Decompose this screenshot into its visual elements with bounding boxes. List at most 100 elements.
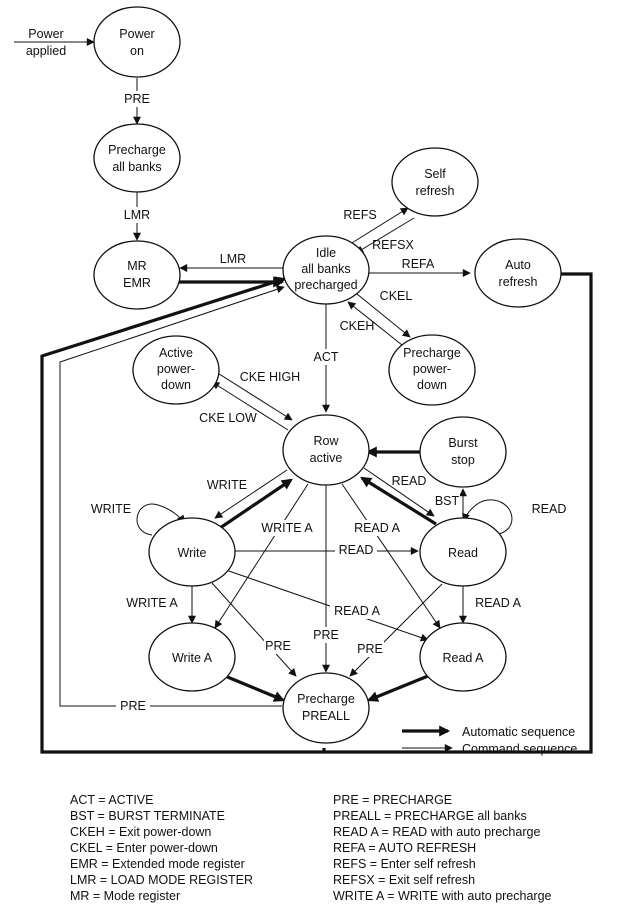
node-label: Write <box>178 546 207 560</box>
edge-label: PRE <box>357 642 383 656</box>
node-mr-emr <box>93 240 181 310</box>
node-label: down <box>161 378 191 392</box>
node-label: Auto <box>505 258 531 272</box>
abbreviation: PREALL = PRECHARGE all banks <box>333 809 527 823</box>
node-label: Write A <box>172 651 213 665</box>
abbreviation: WRITE A = WRITE with auto precharge <box>333 889 552 903</box>
node-label: Read <box>448 546 478 560</box>
state-labels: Power on Precharge all banks MR EMR Idle… <box>108 27 537 723</box>
edge-write-1 <box>214 469 288 519</box>
node-burst-stop <box>419 416 507 488</box>
edge-label: PRE <box>124 92 150 106</box>
abbreviation: LMR = LOAD MODE REGISTER <box>70 873 253 887</box>
node-active-power-down <box>132 335 220 405</box>
edge-read-to-row <box>360 476 437 526</box>
edge-read-loop <box>462 499 513 536</box>
edge-label: WRITE <box>207 478 247 492</box>
edge-label: WRITE <box>91 502 131 516</box>
edge-label: READ <box>392 474 427 488</box>
legend-label: Automatic sequence <box>462 725 575 739</box>
abbreviation: BST = BURST TERMINATE <box>70 809 225 823</box>
abbreviation: ACT = ACTIVE <box>70 793 153 807</box>
node-row-active <box>282 414 370 486</box>
abbreviation: EMR = Extended mode register <box>70 857 245 871</box>
edge-write-loop <box>136 503 185 536</box>
node-label: Read A <box>442 651 484 665</box>
edge-label: READ A <box>475 596 522 610</box>
edge-label: ACT <box>314 350 339 364</box>
node-label: refresh <box>499 275 538 289</box>
node-label: refresh <box>416 184 455 198</box>
node-label: on <box>130 44 144 58</box>
node-idle <box>282 235 370 305</box>
edge-label: CKE HIGH <box>240 370 300 384</box>
edge-read-a-to-pre <box>366 674 429 702</box>
abbreviation: REFA = AUTO REFRESH <box>333 841 476 855</box>
node-label: MR <box>127 259 146 273</box>
edge-label: WRITE A <box>261 521 313 535</box>
edge-label: READ <box>339 543 374 557</box>
edge-label: CKEL <box>380 289 413 303</box>
node-label: Precharge <box>403 346 461 360</box>
node-label: down <box>417 378 447 392</box>
edge-label: PRE <box>313 628 339 642</box>
edge-pre-5 <box>59 285 285 707</box>
edge-label: PRE <box>265 639 291 653</box>
node-label: Active <box>159 346 193 360</box>
automatic-edges <box>40 272 593 754</box>
abbreviation: CKEL = Enter power-down <box>70 841 218 855</box>
node-write <box>148 517 236 587</box>
node-label: EMR <box>123 276 151 290</box>
node-label: Idle <box>316 246 336 260</box>
edge-label: applied <box>26 44 66 58</box>
edge-label: LMR <box>220 252 246 266</box>
node-label: Self <box>424 167 446 181</box>
legend: Automatic sequence Command sequence <box>402 725 577 756</box>
node-read <box>419 517 507 587</box>
node-label: active <box>310 451 343 465</box>
edge-label: READ A <box>354 521 401 535</box>
node-label: Precharge <box>297 692 355 706</box>
edge-label: Power <box>28 27 63 41</box>
edge-label: LMR <box>124 208 150 222</box>
node-label: power- <box>157 362 195 376</box>
node-precharge-power-down <box>388 334 476 406</box>
abbreviation: PRE = PRECHARGE <box>333 793 452 807</box>
edge-label: READ A <box>334 604 381 618</box>
node-self-refresh <box>391 147 479 217</box>
edge-label: PRE <box>120 699 146 713</box>
node-read-a <box>419 622 507 692</box>
edge-label: REFS <box>343 208 376 222</box>
edge-refsx <box>355 217 415 254</box>
edge-read-a-3 <box>225 569 429 642</box>
edge-write-to-row <box>219 478 293 530</box>
abbreviation: READ A = READ with auto precharge <box>333 825 540 839</box>
node-write-a <box>148 622 236 692</box>
edge-refs <box>346 207 409 247</box>
node-power-on <box>93 6 181 78</box>
edge-label: CKEH <box>340 319 375 333</box>
edge-label: READ <box>532 502 567 516</box>
edge-label: WRITE A <box>126 596 178 610</box>
node-label: PREALL <box>302 709 350 723</box>
abbreviation-key-left: ACT = ACTIVE BST = BURST TERMINATE CKEH … <box>70 793 253 903</box>
command-edges <box>14 38 513 707</box>
edge-pre-2 <box>211 582 297 677</box>
node-label: precharged <box>294 278 357 292</box>
edge-labels: Power applied PRE LMR LMR REFS REFSX REF… <box>26 27 567 714</box>
abbreviation: MR = Mode register <box>70 889 180 903</box>
edge-pre-4 <box>349 583 443 677</box>
edge-cke-low <box>211 381 289 431</box>
edge-label: REFSX <box>372 238 414 252</box>
edge-write-a-to-pre <box>224 674 286 702</box>
node-label: power- <box>413 362 451 376</box>
edge-label: CKE LOW <box>199 411 257 425</box>
abbreviation: REFSX = Exit self refresh <box>333 873 475 887</box>
node-auto-refresh <box>474 238 562 308</box>
abbreviation: CKEH = Exit power-down <box>70 825 211 839</box>
edge-read-1 <box>363 467 435 517</box>
node-precharge-all-banks <box>93 123 181 193</box>
node-label: Precharge <box>108 143 166 157</box>
edge-label: BST <box>435 494 460 508</box>
